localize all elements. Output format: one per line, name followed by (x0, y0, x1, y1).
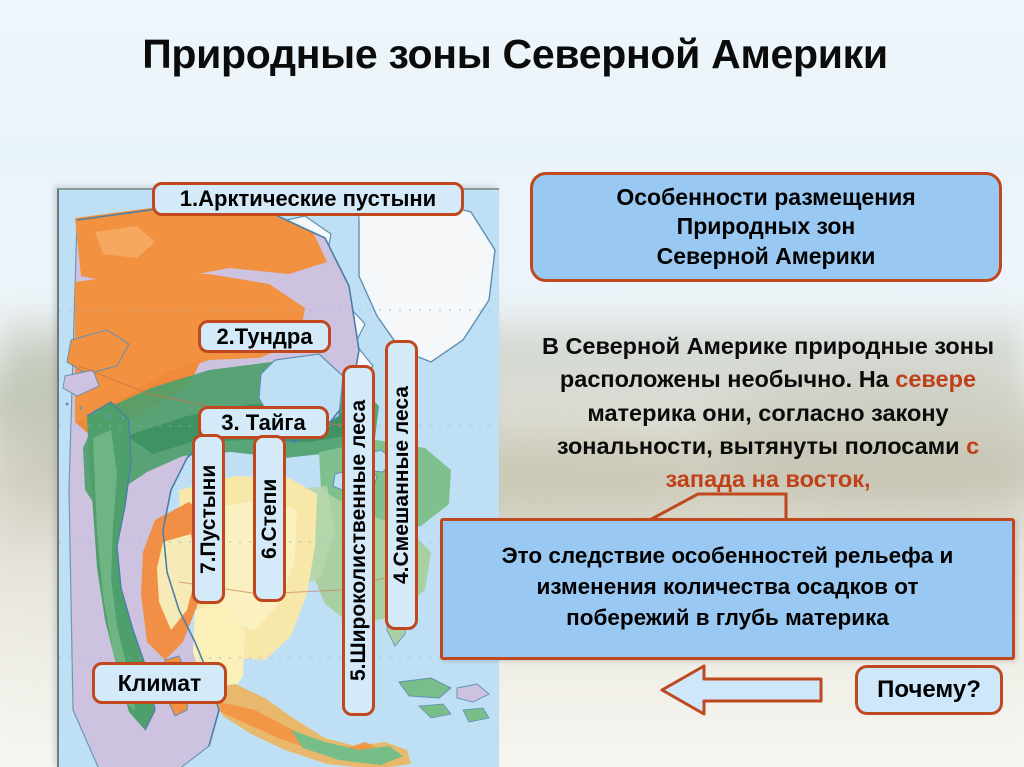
consequence-line-3: побережий в глубь материка (566, 605, 889, 631)
paragraph-part-2: материка они, согласно закону зональност… (556, 399, 967, 460)
features-line-1: Особенности размещения (616, 184, 916, 210)
features-line-3: Северной Америки (656, 242, 876, 269)
map-label-deserts[interactable]: 7.Пустыни (192, 434, 225, 604)
why-question-box[interactable]: Почему? (855, 665, 1003, 715)
explanation-paragraph: В Северной Америке природные зоны распол… (522, 330, 1014, 497)
consequence-line-2: изменения количества осадков от (536, 574, 919, 600)
callout-tail-icon (645, 492, 788, 524)
map-label-steppes[interactable]: 6.Степи (253, 435, 286, 602)
paragraph-highlight-north: севере (895, 366, 977, 393)
map-label-arctic-deserts[interactable]: 1.Арктические пустыни (152, 182, 464, 216)
features-line-2: Природных зон (676, 213, 856, 240)
why-question-label: Почему? (877, 676, 981, 703)
paragraph-part-1: В Северной Америке природные зоны распол… (541, 333, 995, 393)
consequence-callout-box[interactable]: Это следствие особенностей рельефа и изм… (440, 518, 1015, 660)
paragraph-highlight-west-east: с запада на восток, (665, 433, 980, 493)
left-arrow-icon (660, 664, 823, 716)
map-label-broadleaf-forests[interactable]: 5.Широколиственные леса (342, 365, 375, 716)
features-callout-box[interactable]: Особенности размещения Природных зон Сев… (530, 172, 1002, 282)
map-label-climate[interactable]: Климат (92, 662, 227, 704)
background-blob-right (700, 380, 1024, 500)
map-label-tundra[interactable]: 2.Тундра (198, 320, 331, 353)
page-title: Природные зоны Северной Америки (142, 31, 888, 77)
map-label-mixed-forests[interactable]: 4.Смешанные леса (385, 340, 418, 630)
consequence-line-1: Это следствие особенностей рельефа и (501, 543, 954, 568)
